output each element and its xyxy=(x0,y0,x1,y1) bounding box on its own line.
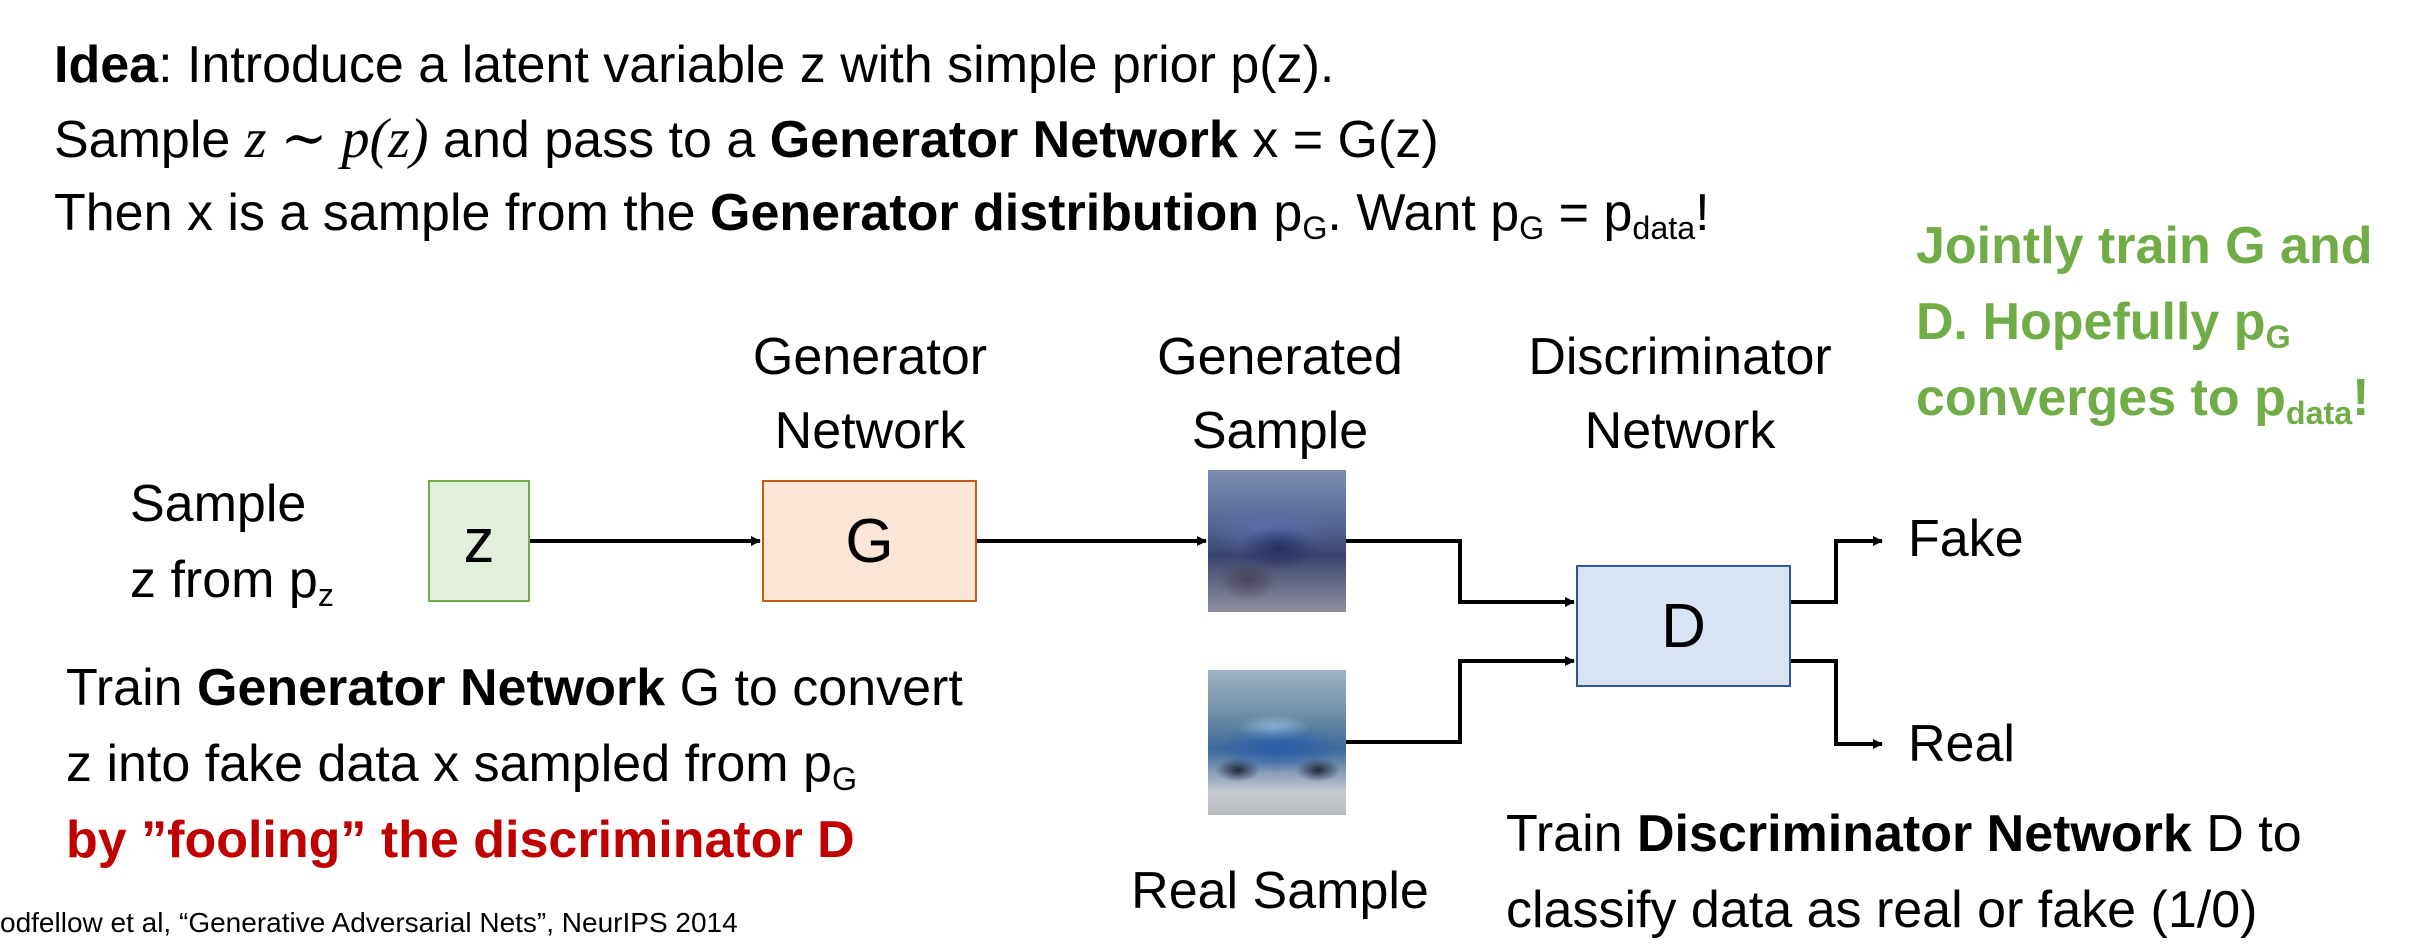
discriminator-label-line-2: Network xyxy=(1584,402,1776,460)
callout-line-3-post: ! xyxy=(2352,369,2370,427)
intro-line-3-post: ! xyxy=(1695,184,1710,242)
intro-line-3-p1: p xyxy=(1258,184,1303,242)
disc-train-line-1-post: D to xyxy=(2191,805,2302,863)
fooling-the-discriminator-text: by ”fooling” the discriminator D xyxy=(66,811,855,869)
disc-train-line-1-pre: Train xyxy=(1506,805,1637,863)
gen-train-line-2-pre: z into fake data x sampled from p xyxy=(66,735,832,793)
generator-network-term: Generator Network xyxy=(769,111,1238,169)
discriminator-network-label: Discriminator Network xyxy=(1480,320,1880,468)
generator-distribution-term: Generator distribution xyxy=(710,184,1259,242)
generator-training-text: Train Generator Network G to convert z i… xyxy=(66,650,963,878)
d-to-real-arrow xyxy=(1791,659,1883,749)
callout-line-1: Jointly train G and xyxy=(1916,217,2373,275)
disc-train-line-2: classify data as real or fake (1/0) xyxy=(1506,881,2258,939)
gen-train-line-1-post: G to convert xyxy=(665,659,963,717)
discriminator-box: D xyxy=(1576,565,1791,687)
intro-line-2-mid: and pass to a xyxy=(428,111,770,169)
z-box: z xyxy=(428,480,530,602)
real-sample-image xyxy=(1208,670,1346,815)
intro-line-1: Idea: Introduce a latent variable z with… xyxy=(54,34,1334,96)
generated-label-line-1: Generated xyxy=(1157,328,1403,386)
intro-line-2: Sample z ∼ p(z) and pass to a Generator … xyxy=(54,108,1439,171)
sample-label-line-1: Sample xyxy=(130,475,307,533)
discriminator-label-line-1: Discriminator xyxy=(1528,328,1832,386)
real-sample-label: Real Sample xyxy=(1131,862,1429,920)
callout-line-3-pre: converges to p xyxy=(1916,369,2286,427)
gen-train-line-1-pre: Train xyxy=(66,659,197,717)
generated-label-line-2: Sample xyxy=(1191,402,1369,460)
intro-line-3-eq: = p xyxy=(1544,184,1633,242)
generator-label-line-2: Network xyxy=(774,402,966,460)
generated-to-d-arrow xyxy=(1346,539,1575,607)
fake-output-label: Fake xyxy=(1908,510,2024,568)
sample-z-label: Sample z from pz xyxy=(130,466,334,618)
generator-box: G xyxy=(762,480,977,602)
generated-sample-image xyxy=(1208,470,1346,612)
sample-label-line-2-sub: z xyxy=(317,577,334,614)
intro-line-3-sub1: G xyxy=(1302,210,1328,247)
gen-train-line-1-bold: Generator Network xyxy=(197,659,666,717)
discriminator-training-text: Train Discriminator Network D to classif… xyxy=(1506,796,2302,948)
callout-line-3: converges to pdata! xyxy=(1916,360,2373,436)
idea-label: Idea xyxy=(54,36,159,94)
z-box-label: z xyxy=(463,506,495,576)
sample-label-line-2-pre: z from p xyxy=(130,551,318,609)
intro-line-3-pre: Then x is a sample from the xyxy=(54,184,711,242)
disc-train-line-1-bold: Discriminator Network xyxy=(1637,805,2192,863)
callout-line-2: D. Hopefully pG xyxy=(1916,284,2373,360)
discriminator-box-label: D xyxy=(1661,591,1706,661)
real-output-label: Real xyxy=(1908,715,2015,773)
gen-train-line-2: z into fake data x sampled from pG xyxy=(66,726,963,802)
callout-line-2-pre: D. Hopefully p xyxy=(1916,293,2266,351)
intro-line-3-mid: . Want p xyxy=(1327,184,1520,242)
generator-label-line-1: Generator xyxy=(752,328,988,386)
intro-line-2-pre: Sample xyxy=(54,111,245,169)
intro-line-3: Then x is a sample from the Generator di… xyxy=(54,182,1710,244)
gen-train-line-2-sub: G xyxy=(831,761,858,798)
generated-sample-label: Generated Sample xyxy=(1100,320,1460,468)
idea-text: : Introduce a latent variable z with sim… xyxy=(158,36,1335,94)
generator-network-label: Generator Network xyxy=(700,320,1040,468)
citation: odfellow et al, “Generative Adversarial … xyxy=(0,907,738,938)
sample-label-line-2: z from pz xyxy=(130,542,334,618)
intro-line-2-post: x = G(z) xyxy=(1237,111,1439,169)
gen-train-line-1: Train Generator Network G to convert xyxy=(66,650,963,726)
real-to-d-arrow xyxy=(1346,656,1575,744)
generator-box-label: G xyxy=(845,506,894,576)
disc-train-line-1: Train Discriminator Network D to xyxy=(1506,796,2302,872)
d-to-fake-arrow xyxy=(1791,536,1883,604)
joint-training-callout: Jointly train G and D. Hopefully pG conv… xyxy=(1916,208,2373,436)
intro-line-3-sub2: G xyxy=(1519,210,1545,247)
callout-line-2-sub: G xyxy=(2265,319,2291,356)
callout-line-3-sub: data xyxy=(2285,395,2353,432)
sampling-formula: z ∼ p(z) xyxy=(244,108,429,170)
intro-line-3-sub3: data xyxy=(1632,210,1696,247)
